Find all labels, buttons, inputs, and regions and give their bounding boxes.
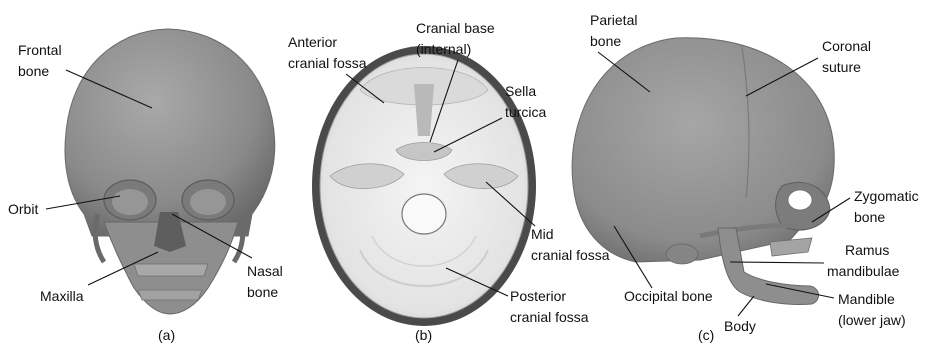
label-mid-fossa-line1: Mid <box>531 226 554 242</box>
label-parietal-line1: Parietal <box>590 12 637 28</box>
label-cranial-base-line2: (internal) <box>416 41 471 57</box>
skull-lateral-view <box>572 38 834 305</box>
label-sella-line2: turcica <box>505 104 546 120</box>
leader-body <box>738 296 754 316</box>
label-nasal-bone-line2: bone <box>247 284 278 300</box>
panel-c: Parietal bone Coronal suture Zygomatic b… <box>572 12 918 343</box>
label-ramus-line2: mandibulae <box>827 263 900 279</box>
caption-b: (b) <box>415 327 432 343</box>
label-anterior-fossa-line1: Anterior <box>288 34 337 50</box>
caption-c: (c) <box>698 327 714 343</box>
label-zygomatic-line2: bone <box>854 209 885 225</box>
caption-a: (a) <box>158 327 175 343</box>
label-frontal-bone-line1: Frontal <box>18 42 62 58</box>
label-posterior-fossa-line2: cranial fossa <box>510 309 589 325</box>
label-ramus-line1: Ramus <box>845 242 889 258</box>
label-anterior-fossa-line2: cranial fossa <box>288 55 367 71</box>
panel-b: Anterior cranial fossa Cranial base (int… <box>288 20 610 343</box>
skull-frontal-view <box>65 29 275 314</box>
label-nasal-bone-line1: Nasal <box>247 263 283 279</box>
label-body: Body <box>724 296 756 334</box>
label-occipital-text: Occipital bone <box>624 288 713 304</box>
label-cranial-base-line1: Cranial base <box>416 20 495 36</box>
label-body-text: Body <box>724 318 756 334</box>
label-sella-line1: Sella <box>505 83 536 99</box>
label-maxilla-text: Maxilla <box>40 288 84 304</box>
label-frontal-bone-line2: bone <box>18 63 49 79</box>
label-parietal-line2: bone <box>590 33 621 49</box>
skull-base-view <box>312 46 536 326</box>
label-orbit-text: Orbit <box>8 201 38 217</box>
panel-a: Frontal bone Orbit Maxilla Nasal bone (a… <box>8 29 283 343</box>
label-posterior-fossa-line1: Posterior <box>510 288 566 304</box>
label-coronal-line2: suture <box>822 59 861 75</box>
label-mandible-line1: Mandible <box>838 291 895 307</box>
label-mandible-line2: (lower jaw) <box>838 312 906 328</box>
label-mid-fossa-line2: cranial fossa <box>531 247 610 263</box>
label-coronal-line1: Coronal <box>822 38 871 54</box>
leader-ramus <box>730 262 824 263</box>
label-zygomatic-line1: Zygomatic <box>854 188 919 204</box>
